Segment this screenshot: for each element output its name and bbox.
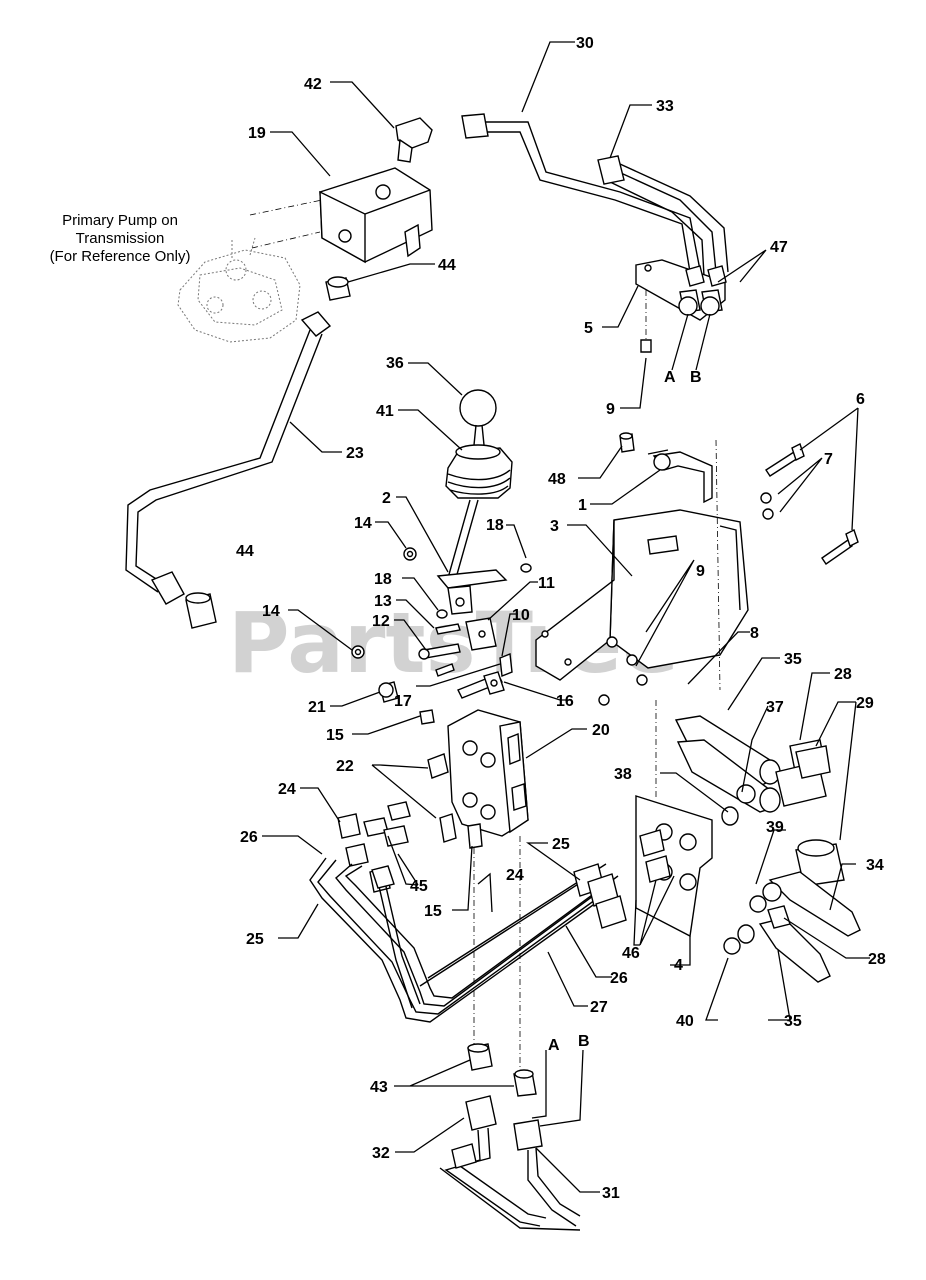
callout-25-lower: 25: [246, 931, 264, 948]
callout-13: 13: [374, 593, 392, 610]
mounting-plate: [573, 700, 713, 938]
callout-31: 31: [602, 1185, 620, 1202]
callout-24-lower: 24: [506, 867, 524, 884]
callout-8: 8: [750, 625, 759, 642]
callout-14-upper: 14: [354, 515, 372, 532]
elbow-fitting: [395, 117, 433, 163]
callout-43: 43: [370, 1079, 388, 1096]
callout-25-upper: 25: [552, 836, 570, 853]
callout-4: 4: [674, 957, 683, 974]
callout-14-lower: 14: [262, 603, 280, 620]
callout-27: 27: [590, 999, 608, 1016]
callout-19: 19: [248, 125, 266, 142]
control-valve: [419, 709, 529, 1070]
pressure-hose: [125, 311, 332, 605]
quick-couplers: [674, 715, 861, 983]
callout-1: 1: [578, 497, 587, 514]
callout-12: 12: [372, 613, 390, 630]
fitting-upper: [325, 276, 351, 301]
port-label-a-bottom: A: [548, 1037, 560, 1054]
callout-32: 32: [372, 1145, 390, 1162]
callout-44-upper: 44: [438, 257, 456, 274]
callout-26-lower: 26: [610, 970, 628, 987]
pump-assembly: [249, 167, 433, 264]
callout-37: 37: [766, 699, 784, 716]
fitting-lower: [185, 592, 217, 629]
callout-3: 3: [550, 518, 559, 535]
leader-lines: [262, 41, 870, 1193]
callout-46: 46: [622, 945, 640, 962]
port-label-b-bottom: B: [578, 1033, 590, 1050]
callout-48: 48: [548, 471, 566, 488]
callout-22: 22: [336, 758, 354, 775]
callout-47: 47: [770, 239, 788, 256]
callout-9-lower: 9: [696, 563, 705, 580]
transmission-reference: [177, 237, 301, 343]
callout-18-lower: 18: [374, 571, 392, 588]
callout-21: 21: [308, 699, 326, 716]
callout-15-upper: 15: [326, 727, 344, 744]
reference-note: Primary Pump on Transmission (For Refere…: [50, 212, 191, 265]
main-bracket: [535, 439, 749, 706]
callout-35-lower: 35: [784, 1013, 802, 1030]
hydraulic-tubes: [309, 857, 619, 1023]
callout-40: 40: [676, 1013, 694, 1030]
callout-33: 33: [656, 98, 674, 115]
callout-28-lower: 28: [868, 951, 886, 968]
valve-bracket: [635, 259, 727, 353]
callout-24-upper: 24: [278, 781, 296, 798]
callout-45: 45: [410, 878, 428, 895]
linkage-hardware: [351, 547, 532, 703]
callout-labels: 30 42 33 19 47 44 5 A B 36 9 6 41 23 7 4…: [236, 35, 886, 1202]
callout-39: 39: [766, 819, 784, 836]
callout-30: 30: [576, 35, 594, 52]
pivot-bracket: [619, 432, 713, 504]
callout-5: 5: [584, 320, 593, 337]
port-label-a-valve: A: [664, 369, 676, 386]
mounting-bolts: [760, 443, 859, 565]
callout-18-upper: 18: [486, 517, 504, 534]
adapter-fittings: [467, 1043, 537, 1097]
callout-9-upper: 9: [606, 401, 615, 418]
callout-7: 7: [824, 451, 833, 468]
callout-2: 2: [382, 490, 391, 507]
callout-17: 17: [394, 693, 412, 710]
reference-note-line-1: Primary Pump on: [62, 212, 178, 229]
callout-36: 36: [386, 355, 404, 372]
reference-note-line-2: Transmission: [76, 230, 165, 247]
callout-44-lower: 44: [236, 543, 254, 560]
callout-38: 38: [614, 766, 632, 783]
callout-26-upper: 26: [240, 829, 258, 846]
callout-6: 6: [856, 391, 865, 408]
callout-28-upper: 28: [834, 666, 852, 683]
joystick-assembly: [436, 389, 513, 615]
port-label-b-valve: B: [690, 369, 702, 386]
callout-35-upper: 35: [784, 651, 802, 668]
callout-42: 42: [304, 76, 322, 93]
hydraulic-lines-lower: [439, 1095, 581, 1231]
callout-10: 10: [512, 607, 530, 624]
callout-15-lower: 15: [424, 903, 442, 920]
callout-34: 34: [866, 857, 884, 874]
reference-note-line-3: (For Reference Only): [50, 248, 191, 265]
callout-23: 23: [346, 445, 364, 462]
callout-20: 20: [592, 722, 610, 739]
callout-41: 41: [376, 403, 394, 420]
callout-29: 29: [856, 695, 874, 712]
callout-16: 16: [556, 693, 574, 710]
callout-11: 11: [538, 575, 555, 592]
hydraulic-lines-upper: [461, 113, 729, 277]
